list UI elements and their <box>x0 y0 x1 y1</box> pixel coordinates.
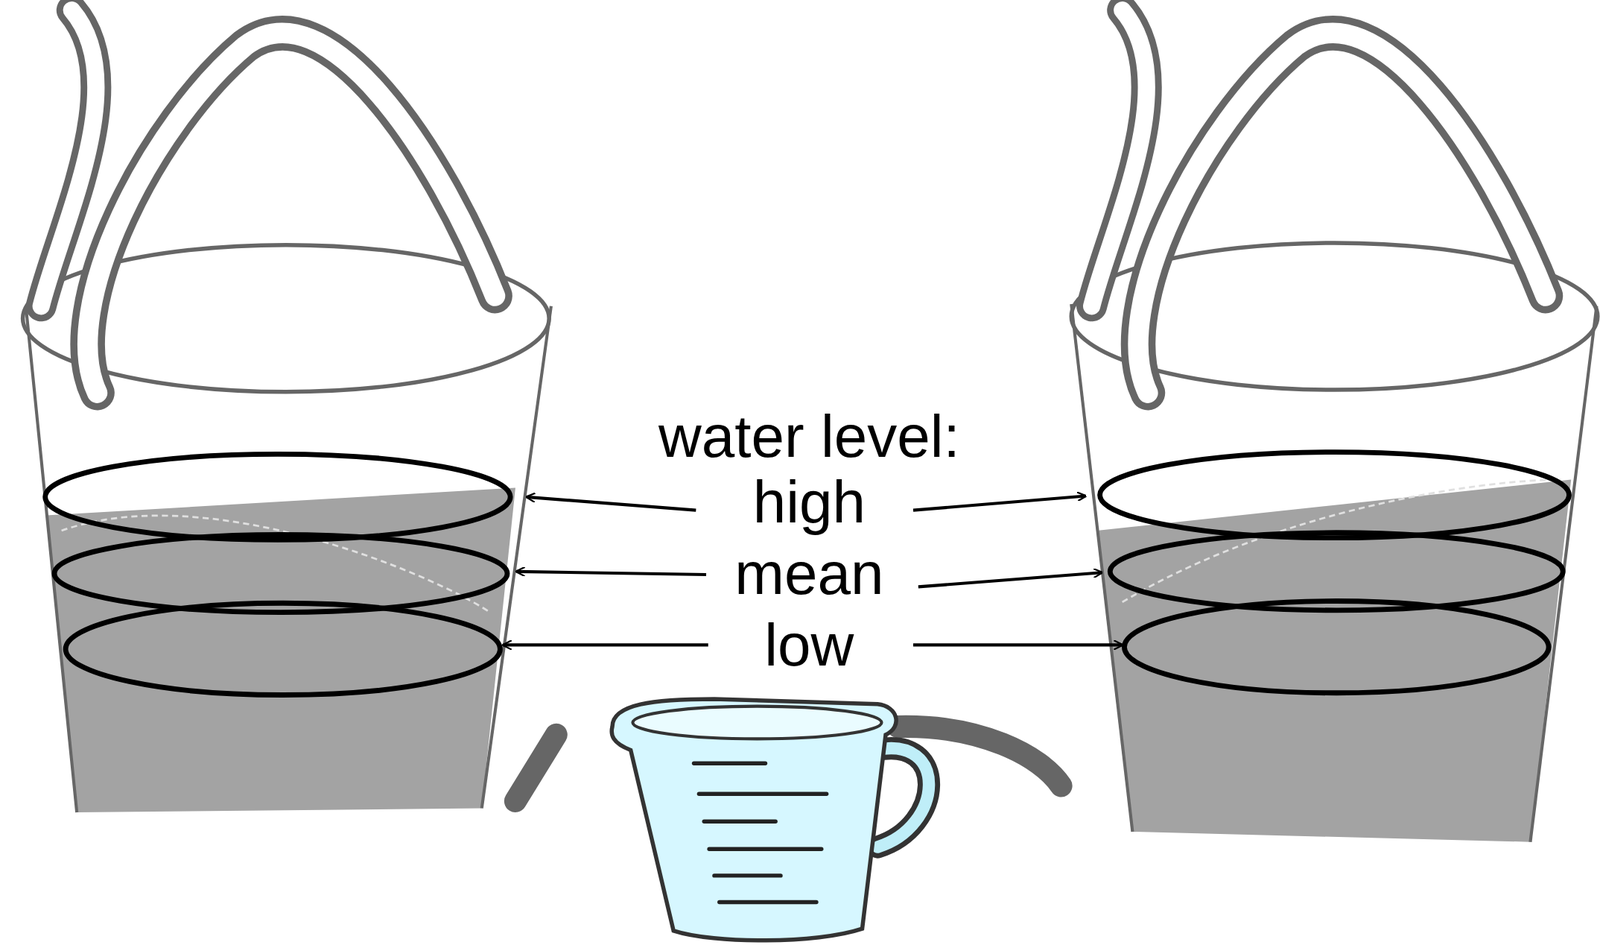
bucket-handle <box>1138 32 1546 393</box>
background-stroke <box>515 734 557 801</box>
bucket-handle <box>40 10 97 307</box>
level-label: mean <box>734 543 884 604</box>
level-ring <box>1100 452 1570 538</box>
measuring-jug <box>611 698 929 941</box>
leader-arrow <box>913 495 1086 510</box>
right-bucket <box>1071 10 1598 842</box>
bucket-handle <box>1138 32 1546 393</box>
leader-arrow <box>503 642 709 646</box>
bucket-side <box>1071 303 1133 832</box>
leader-arrow <box>918 572 1102 587</box>
scale-mark <box>694 761 766 765</box>
jug-body <box>611 698 897 941</box>
bucket-handle <box>87 32 496 393</box>
bucket-handle <box>1091 10 1148 307</box>
heading-label: water level: <box>658 406 961 467</box>
leader-arrow <box>516 571 707 575</box>
scale-mark <box>703 819 776 824</box>
scale-mark <box>714 872 781 877</box>
bucket-handle <box>87 32 496 393</box>
bucket-handle <box>1091 10 1148 307</box>
level-label: low <box>764 615 854 675</box>
jug-scale <box>694 762 827 902</box>
scale-mark <box>719 899 817 904</box>
bucket-handle <box>40 10 97 307</box>
leader-arrow <box>526 496 696 511</box>
water-fill <box>1096 479 1571 842</box>
scale-mark <box>709 846 822 851</box>
level-label: high <box>753 472 866 532</box>
level-ring <box>1124 601 1549 693</box>
jug-mouth <box>632 706 882 739</box>
left-bucket <box>23 10 552 812</box>
level-ring <box>45 453 511 540</box>
water-fill <box>46 487 516 812</box>
level-ring <box>65 602 500 695</box>
leader-arrow <box>913 642 1123 646</box>
scale-mark <box>698 791 827 796</box>
